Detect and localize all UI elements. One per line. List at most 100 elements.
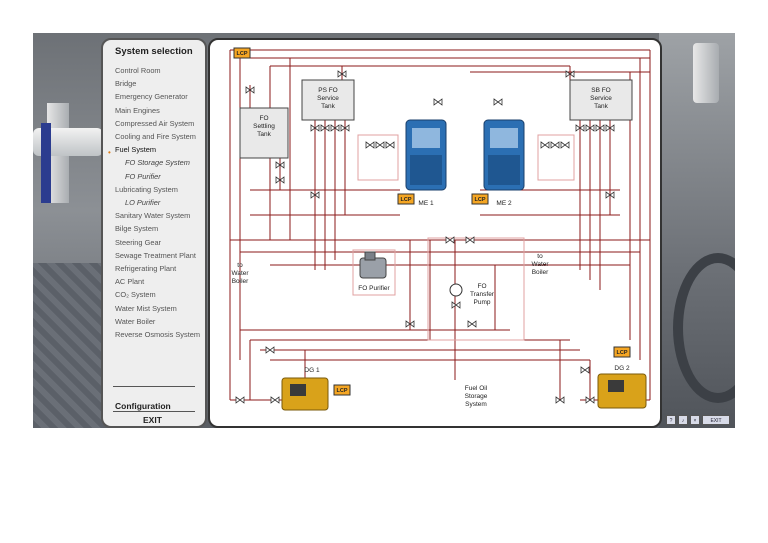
- lcp-badge-top: [233, 47, 251, 59]
- valve-icon[interactable]: [550, 141, 560, 149]
- fo-purifier-icon[interactable]: [359, 251, 387, 279]
- valve-icon[interactable]: [405, 320, 415, 328]
- toolbar-exit-button[interactable]: EXIT: [702, 415, 730, 425]
- valve-icon[interactable]: [245, 86, 255, 94]
- valve-icon[interactable]: [565, 70, 575, 78]
- valve-icon[interactable]: [310, 191, 320, 199]
- menu-item[interactable]: Lubricating System: [115, 184, 178, 194]
- valve-icon[interactable]: [540, 141, 550, 149]
- valve-icon[interactable]: [310, 124, 320, 132]
- help-icon[interactable]: ?: [666, 415, 676, 425]
- valve-icon[interactable]: [605, 191, 615, 199]
- me2-label: ME 2: [496, 200, 512, 207]
- to-water-boiler-left-2: Water: [231, 270, 249, 277]
- lcp-badge-dg1: [333, 384, 351, 396]
- menu-item[interactable]: Water Mist System: [115, 303, 177, 313]
- menu-item[interactable]: LO Purifier: [125, 198, 161, 207]
- fuel-system-diagram: FO Settling Tank PS FO Service Tank SB F…: [208, 38, 662, 428]
- lcp-label-me1[interactable]: LCP: [401, 197, 412, 203]
- lcp-label-me2[interactable]: LCP: [475, 197, 486, 203]
- menu-item[interactable]: FO Purifier: [125, 171, 161, 181]
- lcp-label-dg1[interactable]: LCP: [337, 388, 348, 394]
- valve-icon[interactable]: [275, 176, 285, 184]
- menu-item[interactable]: Sanitary Water System: [115, 211, 191, 221]
- valve-icon[interactable]: [575, 124, 585, 132]
- fuel-system-schematic: FO Settling Tank PS FO Service Tank SB F…: [229, 47, 651, 411]
- valve-icon[interactable]: [320, 124, 330, 132]
- menu-item[interactable]: CO₂ System: [115, 290, 156, 300]
- menu-item[interactable]: AC Plant: [115, 277, 145, 287]
- lcp-badge-me1: [397, 193, 415, 205]
- menu-item[interactable]: Cooling and Fire System: [115, 132, 196, 141]
- active-bullet-icon: •: [108, 148, 111, 157]
- menu-item[interactable]: Bilge System: [115, 224, 159, 234]
- valve-icon[interactable]: [275, 161, 285, 169]
- valve-icon[interactable]: [493, 98, 503, 106]
- configuration-button[interactable]: Configuration: [115, 401, 171, 411]
- diesel-generator-1[interactable]: [281, 377, 329, 411]
- to-water-boiler-left-3: Boiler: [232, 278, 249, 285]
- valve-icon[interactable]: [585, 124, 595, 132]
- valve-icon[interactable]: [585, 396, 595, 404]
- fo-transfer-pump-icon[interactable]: [449, 283, 463, 297]
- valve-icon[interactable]: [465, 236, 475, 244]
- main-engine-1[interactable]: [405, 119, 447, 191]
- menu-item[interactable]: Control Room: [115, 66, 161, 75]
- valve-icon[interactable]: [375, 141, 385, 149]
- valve-icon[interactable]: [265, 346, 275, 354]
- lcp-label-top[interactable]: LCP: [237, 51, 248, 57]
- dg2-label: DG 2: [614, 365, 630, 372]
- menu-item[interactable]: Steering Gear: [115, 237, 162, 247]
- fo-purifier-label: FO Purifier: [358, 285, 390, 292]
- menu-item[interactable]: Emergency Generator: [115, 92, 188, 102]
- menu-item[interactable]: Fuel System: [115, 145, 157, 155]
- ps-fo-service-tank-shape: [301, 79, 355, 121]
- valve-icon[interactable]: [235, 396, 245, 404]
- menu-item[interactable]: Water Boiler: [115, 316, 156, 326]
- fo-transfer-pump-label-1: FO: [477, 283, 486, 290]
- valve-icon[interactable]: [330, 124, 340, 132]
- menu-item[interactable]: Compressed Air System: [115, 118, 195, 128]
- valve-icon[interactable]: [337, 70, 347, 78]
- valve-icon[interactable]: [365, 141, 375, 149]
- sound-icon[interactable]: ♪: [678, 415, 688, 425]
- main-engine-2[interactable]: [483, 119, 525, 191]
- valve-icon[interactable]: [445, 236, 455, 244]
- fuel-oil-storage-label-1: Fuel Oil: [465, 385, 488, 392]
- menu-item[interactable]: Bridge: [115, 79, 137, 89]
- valve-icon[interactable]: [467, 320, 477, 328]
- valve-icon[interactable]: [340, 124, 350, 132]
- sb-fo-service-tank-shape: [569, 79, 633, 121]
- valve-icon[interactable]: [451, 301, 461, 309]
- lcp-badge-dg2: [613, 346, 631, 358]
- valve-icon[interactable]: [580, 366, 590, 374]
- lcp-label-dg2[interactable]: LCP: [617, 350, 628, 356]
- lcp-badge-me2: [471, 193, 489, 205]
- menu-item[interactable]: Sewage Treatment Plant: [115, 250, 196, 260]
- valve-icon[interactable]: [385, 141, 395, 149]
- ps-fo-service-tank-label-3: Tank: [321, 103, 335, 110]
- to-water-boiler-left-1: to: [237, 262, 243, 269]
- sb-fo-service-tank-label-2: Service: [590, 95, 612, 102]
- floor-grating: [33, 263, 103, 428]
- menu-item[interactable]: Main Engines: [115, 105, 160, 115]
- exit-button[interactable]: EXIT: [143, 415, 162, 425]
- valve-icon[interactable]: [595, 124, 605, 132]
- fuel-oil-storage-label-3: System: [465, 401, 487, 408]
- close-icon[interactable]: ×: [690, 415, 700, 425]
- menu-item[interactable]: Reverse Osmosis System: [115, 330, 201, 339]
- valve-icon[interactable]: [605, 124, 615, 132]
- valve-icon[interactable]: [555, 396, 565, 404]
- ps-fo-service-tank-label-1: PS FO: [318, 87, 338, 94]
- fo-settling-tank-label-3: Tank: [257, 131, 271, 138]
- valve-icon[interactable]: [433, 98, 443, 106]
- ps-fo-service-tank-label-2: Service: [317, 95, 339, 102]
- sb-filter-box: [537, 134, 575, 181]
- menu-item[interactable]: Refrigerating Plant: [115, 264, 177, 273]
- valve-icon[interactable]: [270, 396, 280, 404]
- diesel-generator-2[interactable]: [597, 373, 647, 409]
- fo-transfer-pump-label-3: Pump: [474, 299, 491, 306]
- valve-icon[interactable]: [560, 141, 570, 149]
- menu-item[interactable]: FO Storage System: [125, 158, 190, 168]
